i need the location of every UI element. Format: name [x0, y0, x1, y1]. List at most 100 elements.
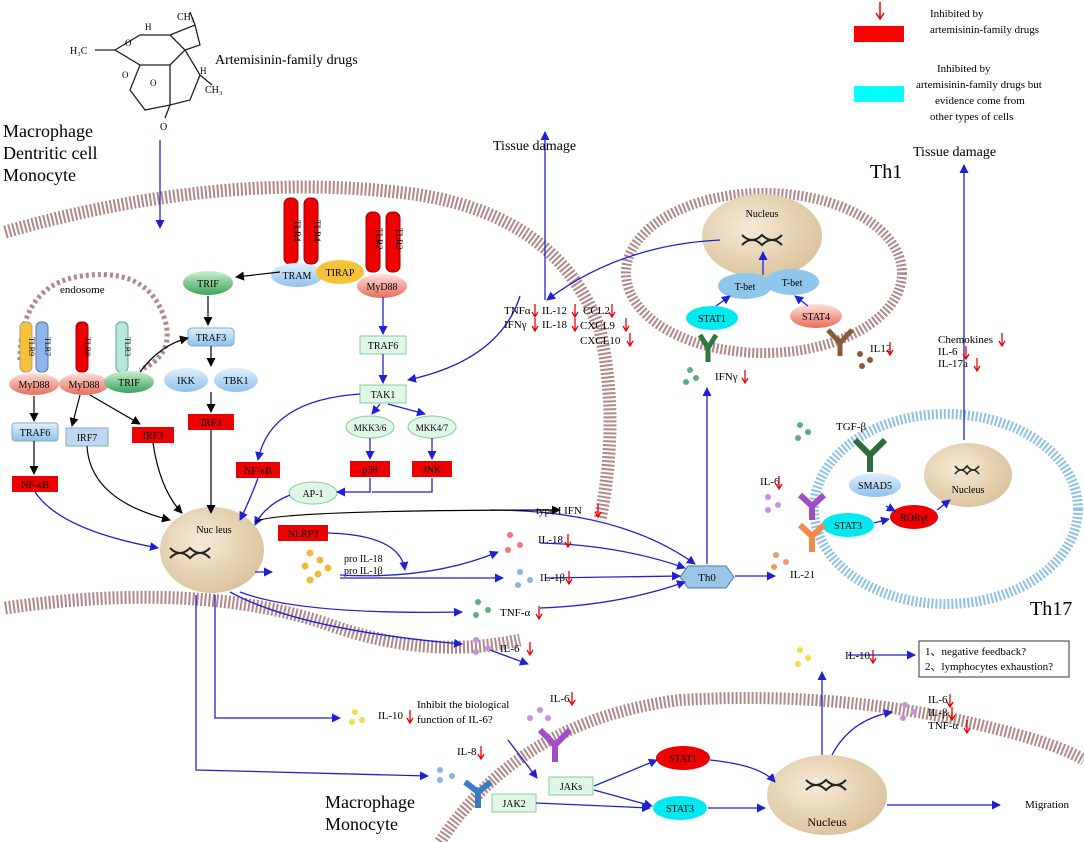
atom-label: H [200, 66, 207, 76]
th17-membrane [809, 409, 1083, 609]
traf6-left-label: TRAF6 [20, 428, 51, 439]
svg-text:TLR2: TLR2 [394, 228, 404, 250]
irf3-mid-node [188, 414, 234, 430]
traf3-label: TRAF3 [196, 333, 227, 344]
nlrp3-label: NLRP3 [288, 529, 319, 540]
tram-node [271, 263, 323, 287]
traf6-left-node [11, 422, 59, 442]
svg-text:IL-10: IL-10 [378, 710, 404, 722]
cytokine-tgfb-dots [795, 422, 811, 441]
svg-text:IL-21: IL-21 [790, 569, 815, 581]
svg-text:TLR4: TLR4 [312, 220, 322, 242]
svg-text:IL-6: IL-6 [928, 694, 948, 706]
pro-cytokine-dots [301, 549, 332, 584]
artemisinin-structure [95, 11, 213, 119]
cytokine-il10-top-dots [795, 647, 811, 667]
svg-text:IFNγ: IFNγ [504, 319, 527, 331]
atom-label: O [150, 78, 157, 88]
cytokine-ifng-dots [683, 367, 699, 385]
tirap-label: TIRAP [326, 268, 355, 279]
rorgt-node [890, 505, 938, 529]
jaks-node [548, 776, 594, 796]
cytokine-out-dots [900, 702, 917, 721]
myd88-top-label: MyD88 [366, 282, 397, 293]
mkk47-label: MKK4/7 [416, 423, 449, 433]
svg-text:IL-1β: IL-1β [540, 572, 566, 584]
legend-red-text: Inhibited by [930, 8, 984, 20]
irf3-left-node [132, 427, 174, 443]
dna-icon [805, 778, 847, 792]
mkk36-label: MKK3/6 [354, 423, 387, 433]
cytokine-il1b-dots [515, 569, 533, 588]
legend-cyan-swatch [854, 86, 904, 102]
svg-text:TLR9: TLR9 [27, 337, 36, 356]
cytokine-il12-dots [857, 351, 873, 369]
svg-text:IL-6: IL-6 [760, 476, 780, 488]
trif-top-node [183, 271, 233, 295]
svg-text:TNF-α: TNF-α [500, 607, 530, 619]
tbk1-node [214, 368, 258, 392]
tissue-damage-label: Tissue damage [493, 139, 576, 154]
svg-text:CXCL9: CXCL9 [580, 320, 615, 332]
stat4-label: STAT4 [802, 312, 830, 323]
stat3-lower-node [653, 796, 707, 820]
nucleus-th1-label: Nucleus [746, 209, 779, 220]
svg-text:Chemokines: Chemokines [938, 334, 993, 346]
dna-icon [169, 546, 211, 560]
stat4-node [790, 304, 842, 328]
stat1-lower-node [656, 746, 710, 770]
legend-red-text: artemisinin-family drugs [930, 24, 1039, 36]
tlr2-receptor: TLR2 TLR2 [365, 211, 404, 273]
cytokine-il18-dots [505, 532, 523, 553]
jaks-label: JAKs [560, 782, 582, 793]
legend-red-swatch [854, 26, 904, 42]
ap1-label: AP-1 [302, 489, 323, 500]
nucleus-lower-label: Nucleus [807, 815, 847, 829]
stat1-lower-label: STAT1 [669, 754, 697, 765]
pro-il1b-label: pro IL-1β [344, 566, 383, 577]
cell-label-monocyte2: Monocyte [325, 814, 398, 834]
svg-text:TLR3: TLR3 [123, 337, 132, 356]
cytokine-tnfa-dots [473, 599, 491, 618]
cell-label-th17: Th17 [1030, 598, 1072, 620]
cytokine-il21-dots [771, 552, 789, 570]
tbet2-label: T-bet [782, 278, 803, 289]
ikk-node [164, 368, 208, 392]
th1-membrane [621, 188, 907, 358]
tram-label: TRAM [283, 271, 312, 282]
jnk-label: JNK [423, 465, 442, 476]
tbet1-label: T-bet [735, 282, 756, 293]
myd88-top-node [357, 274, 407, 298]
svg-text:IFNγ: IFNγ [715, 371, 738, 383]
myd88-b-label: MyD88 [68, 380, 99, 391]
cytokine-labels: TNFα IFNγ IL-12 IL-18 CCL2 CXCL9 CXCL10 … [378, 305, 1069, 811]
svg-text:IL-8: IL-8 [457, 746, 477, 758]
nlrp3-node [278, 525, 328, 541]
feedback-line2: 2、lymphocytes exhaustion? [925, 661, 1053, 673]
stat3-th17-label: STAT3 [834, 521, 862, 532]
tbet1-node [718, 273, 772, 299]
cytokine-il6-lower-dots [527, 707, 551, 721]
atom-label: CH₃ [177, 12, 194, 23]
svg-text:IL-18: IL-18 [542, 319, 568, 331]
tlr3-receptor: TLR3 [115, 321, 132, 373]
jnk-node [412, 461, 452, 477]
il8-receptor-icon [463, 779, 493, 808]
macrophage2-membrane [434, 692, 1084, 842]
cytokine-il6-dots [473, 637, 491, 655]
svg-text:IL12: IL12 [870, 343, 891, 355]
ikk-label: IKK [177, 376, 196, 387]
tissue-damage-label: Tissue damage [913, 145, 996, 160]
svg-text:IL-17a: IL-17a [938, 358, 968, 370]
irf3-left-label: IRF3 [143, 431, 164, 442]
nucleus-main [160, 507, 264, 593]
svg-text:TNFα: TNFα [504, 305, 531, 317]
cell-label-monocyte: Monocyte [3, 165, 76, 185]
svg-text:TLR8: TLR8 [83, 337, 92, 356]
nfkb-left-node [12, 476, 58, 492]
stat1-th1-label: STAT1 [698, 314, 726, 325]
inhibition-markers [406, 304, 1006, 761]
legend-cyan-text: artemisinin-family drugs but [916, 79, 1042, 91]
smad5-label: SMAD5 [858, 481, 892, 492]
